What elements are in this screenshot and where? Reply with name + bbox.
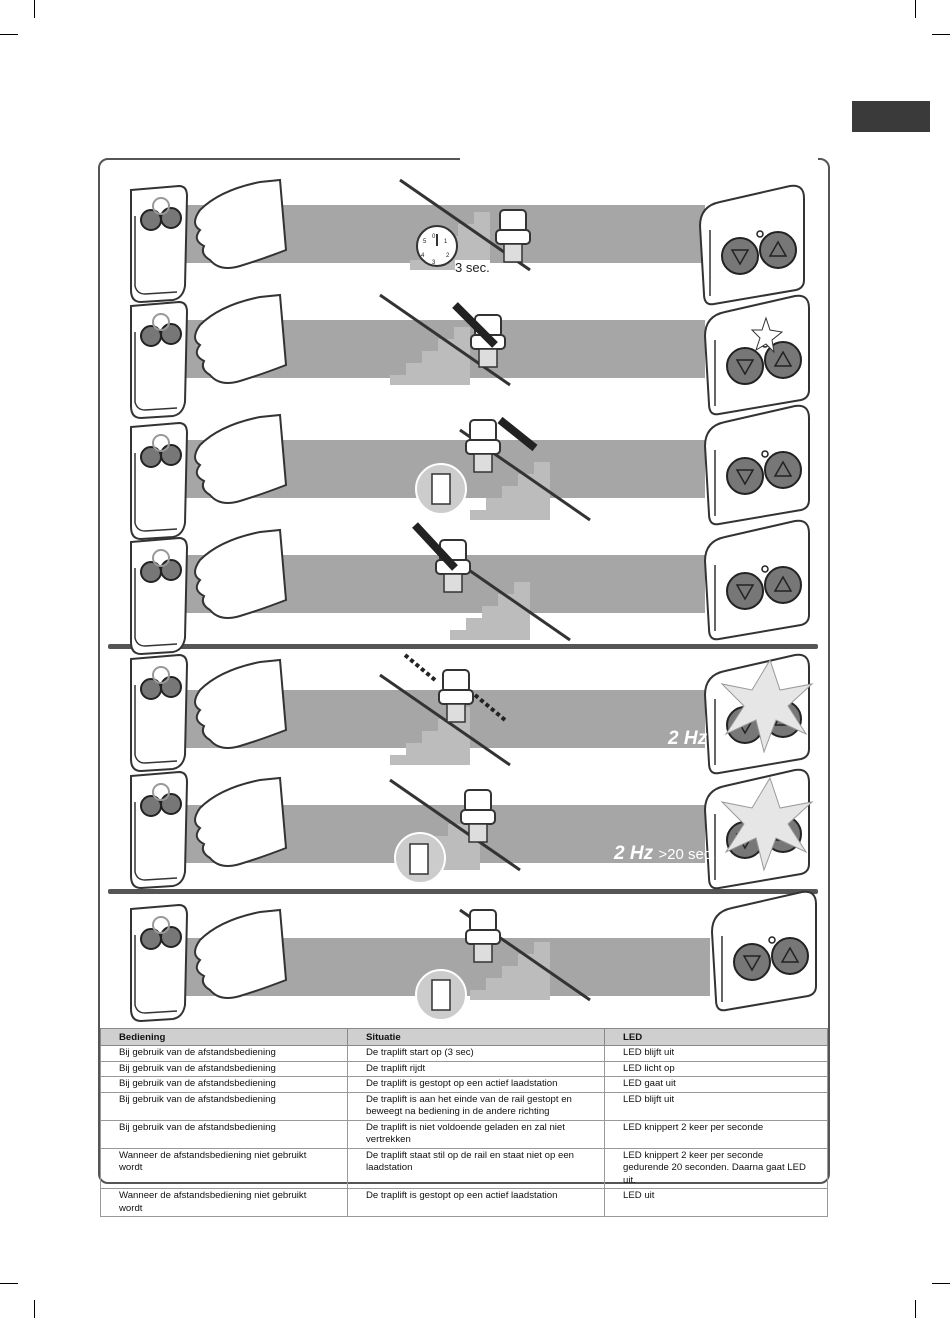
timer-label: 3 sec. — [455, 260, 490, 275]
timer-tick: 5 — [423, 239, 427, 245]
blink-rate-duration-label: 2 Hz >20 sec. — [614, 843, 715, 865]
timer-tick: 1 — [444, 239, 448, 245]
crop-mark — [34, 0, 35, 18]
cell-bediening: Bij gebruik van de afstandsbediening — [100, 1060, 348, 1077]
cell-bediening: Wanneer de afstandsbediening niet gebrui… — [100, 1188, 348, 1217]
crop-mark — [0, 1283, 18, 1284]
cell-led: LED uit — [604, 1188, 828, 1217]
cell-situatie: De traplift is gestopt op een actief laa… — [347, 1076, 605, 1093]
blink-rate-label: 2 Hz — [668, 728, 708, 749]
cell-bediening: Bij gebruik van de afstandsbediening — [100, 1045, 348, 1062]
section-tab — [852, 101, 930, 132]
table-row: Bij gebruik van de afstandsbediening De … — [100, 1119, 828, 1149]
frame-gap — [460, 156, 818, 161]
cell-bediening: Bij gebruik van de afstandsbediening — [100, 1091, 348, 1121]
cell-bediening: Bij gebruik van de afstandsbediening — [100, 1119, 348, 1149]
timer-tick: 3 — [432, 260, 436, 266]
led-legend-table: Bediening Situatie LED Bij gebruik van d… — [100, 1028, 828, 1217]
crop-mark — [915, 1300, 916, 1318]
cell-led: LED licht op — [604, 1060, 828, 1077]
header-led: LED — [604, 1028, 828, 1046]
cell-bediening: Bij gebruik van de afstandsbediening — [100, 1076, 348, 1093]
cell-led: LED gaat uit — [604, 1076, 828, 1093]
table-row: Wanneer de afstandsbediening niet gebrui… — [100, 1188, 828, 1217]
timer-tick: 4 — [421, 253, 425, 259]
cell-led: LED blijft uit — [604, 1091, 828, 1121]
crop-mark — [932, 1283, 950, 1284]
crop-mark — [932, 34, 950, 35]
cell-situatie: De traplift start op (3 sec) — [347, 1045, 605, 1062]
crop-mark — [915, 0, 916, 18]
blink-duration: >20 sec. — [658, 846, 716, 863]
section-divider — [108, 644, 818, 649]
table-row: Bij gebruik van de afstandsbediening De … — [100, 1045, 828, 1062]
cell-led: LED knippert 2 keer per seconde gedurend… — [604, 1147, 828, 1189]
section-divider — [108, 889, 818, 894]
table-row: Bij gebruik van de afstandsbediening De … — [100, 1076, 828, 1093]
cell-situatie: De traplift is niet voldoende geladen en… — [347, 1119, 605, 1149]
cell-bediening: Wanneer de afstandsbediening niet gebrui… — [100, 1147, 348, 1189]
crop-mark — [34, 1300, 35, 1318]
timer-tick: 0 — [432, 234, 436, 240]
table-header-row: Bediening Situatie LED — [100, 1028, 828, 1046]
cell-situatie: De traplift is aan het einde van de rail… — [347, 1091, 605, 1121]
table-row: Bij gebruik van de afstandsbediening De … — [100, 1091, 828, 1121]
cell-led: LED knippert 2 keer per seconde — [604, 1119, 828, 1149]
cell-led: LED blijft uit — [604, 1045, 828, 1062]
cell-situatie: De traplift rijdt — [347, 1060, 605, 1077]
header-situatie: Situatie — [347, 1028, 605, 1046]
cell-situatie: De traplift is gestopt op een actief laa… — [347, 1188, 605, 1217]
blink-rate-value: 2 Hz — [614, 843, 654, 864]
table-row: Bij gebruik van de afstandsbediening De … — [100, 1060, 828, 1077]
crop-mark — [0, 34, 18, 35]
timer-tick: 2 — [446, 253, 450, 259]
table-row: Wanneer de afstandsbediening niet gebrui… — [100, 1147, 828, 1189]
header-bediening: Bediening — [100, 1028, 348, 1046]
cell-situatie: De traplift staat stil op de rail en sta… — [347, 1147, 605, 1189]
